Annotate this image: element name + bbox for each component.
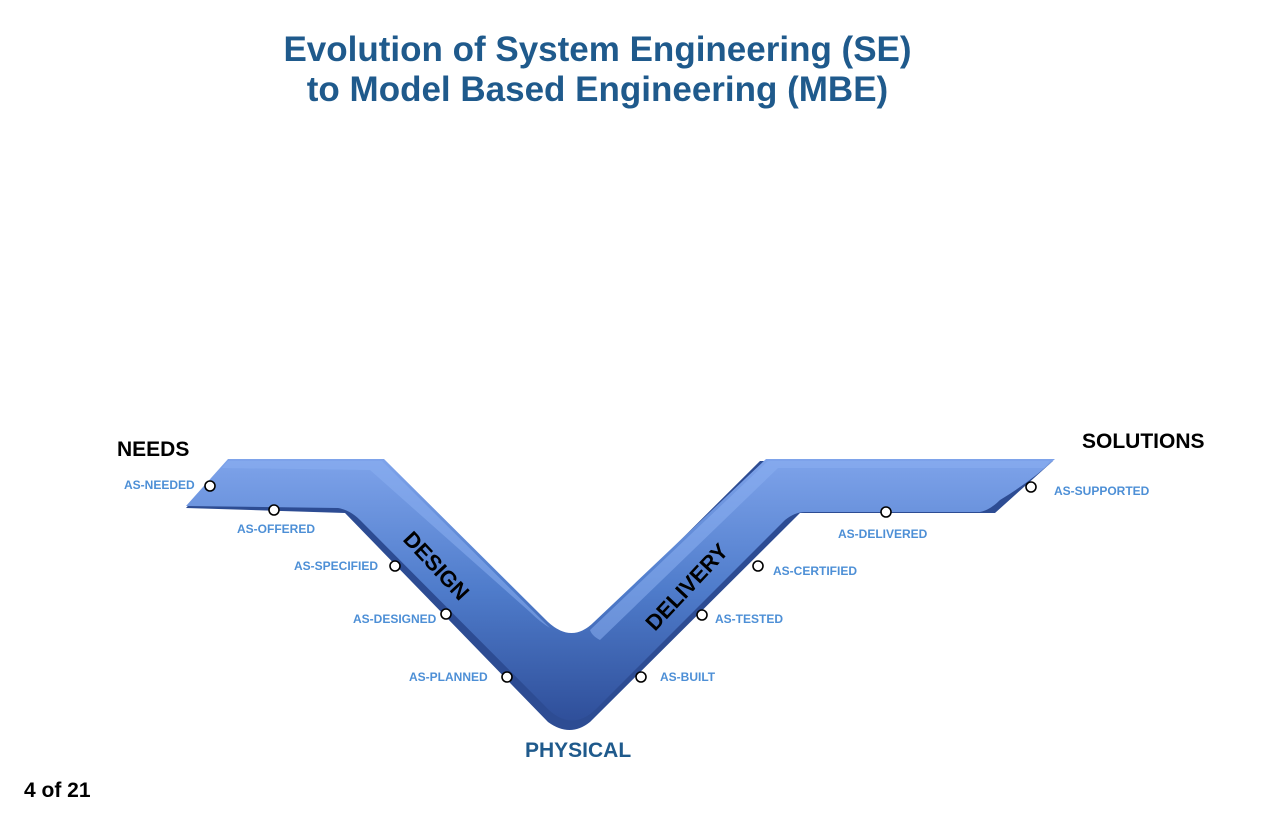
page-number: 4 of 21 xyxy=(24,779,91,802)
v-band-highlight-right xyxy=(590,461,1050,640)
solutions-label: SOLUTIONS xyxy=(1082,430,1205,453)
as-delivered-label: AS-DELIVERED xyxy=(838,527,928,541)
v-band xyxy=(186,459,1055,721)
as-specified-label: AS-SPECIFIED xyxy=(294,559,378,573)
as-supported-label: AS-SUPPORTED xyxy=(1054,484,1150,498)
as-tested-marker xyxy=(696,609,708,621)
title-line-1: Evolution of System Engineering (SE) xyxy=(283,30,912,69)
as-offered-label: AS-OFFERED xyxy=(237,522,315,536)
as-certified-label: AS-CERTIFIED xyxy=(773,564,857,578)
as-tested-label: AS-TESTED xyxy=(715,612,783,626)
as-designed-marker xyxy=(440,608,452,620)
needs-label: NEEDS xyxy=(117,438,189,461)
title-line-2: to Model Based Engineering (MBE) xyxy=(306,70,889,109)
as-planned-marker xyxy=(501,671,513,683)
as-offered-marker xyxy=(268,504,280,516)
as-needed-marker xyxy=(204,480,216,492)
as-delivered-marker xyxy=(880,506,892,518)
as-supported-marker xyxy=(1025,481,1037,493)
as-built-label: AS-BUILT xyxy=(660,670,716,684)
as-designed-label: AS-DESIGNED xyxy=(353,612,437,626)
physical-label: PHYSICAL xyxy=(525,739,631,762)
as-planned-label: AS-PLANNED xyxy=(409,670,488,684)
as-certified-marker xyxy=(752,560,764,572)
as-built-marker xyxy=(635,671,647,683)
as-needed-label: AS-NEEDED xyxy=(124,478,195,492)
as-specified-marker xyxy=(389,560,401,572)
slide-title: Evolution of System Engineering (SE) to … xyxy=(0,30,1195,110)
